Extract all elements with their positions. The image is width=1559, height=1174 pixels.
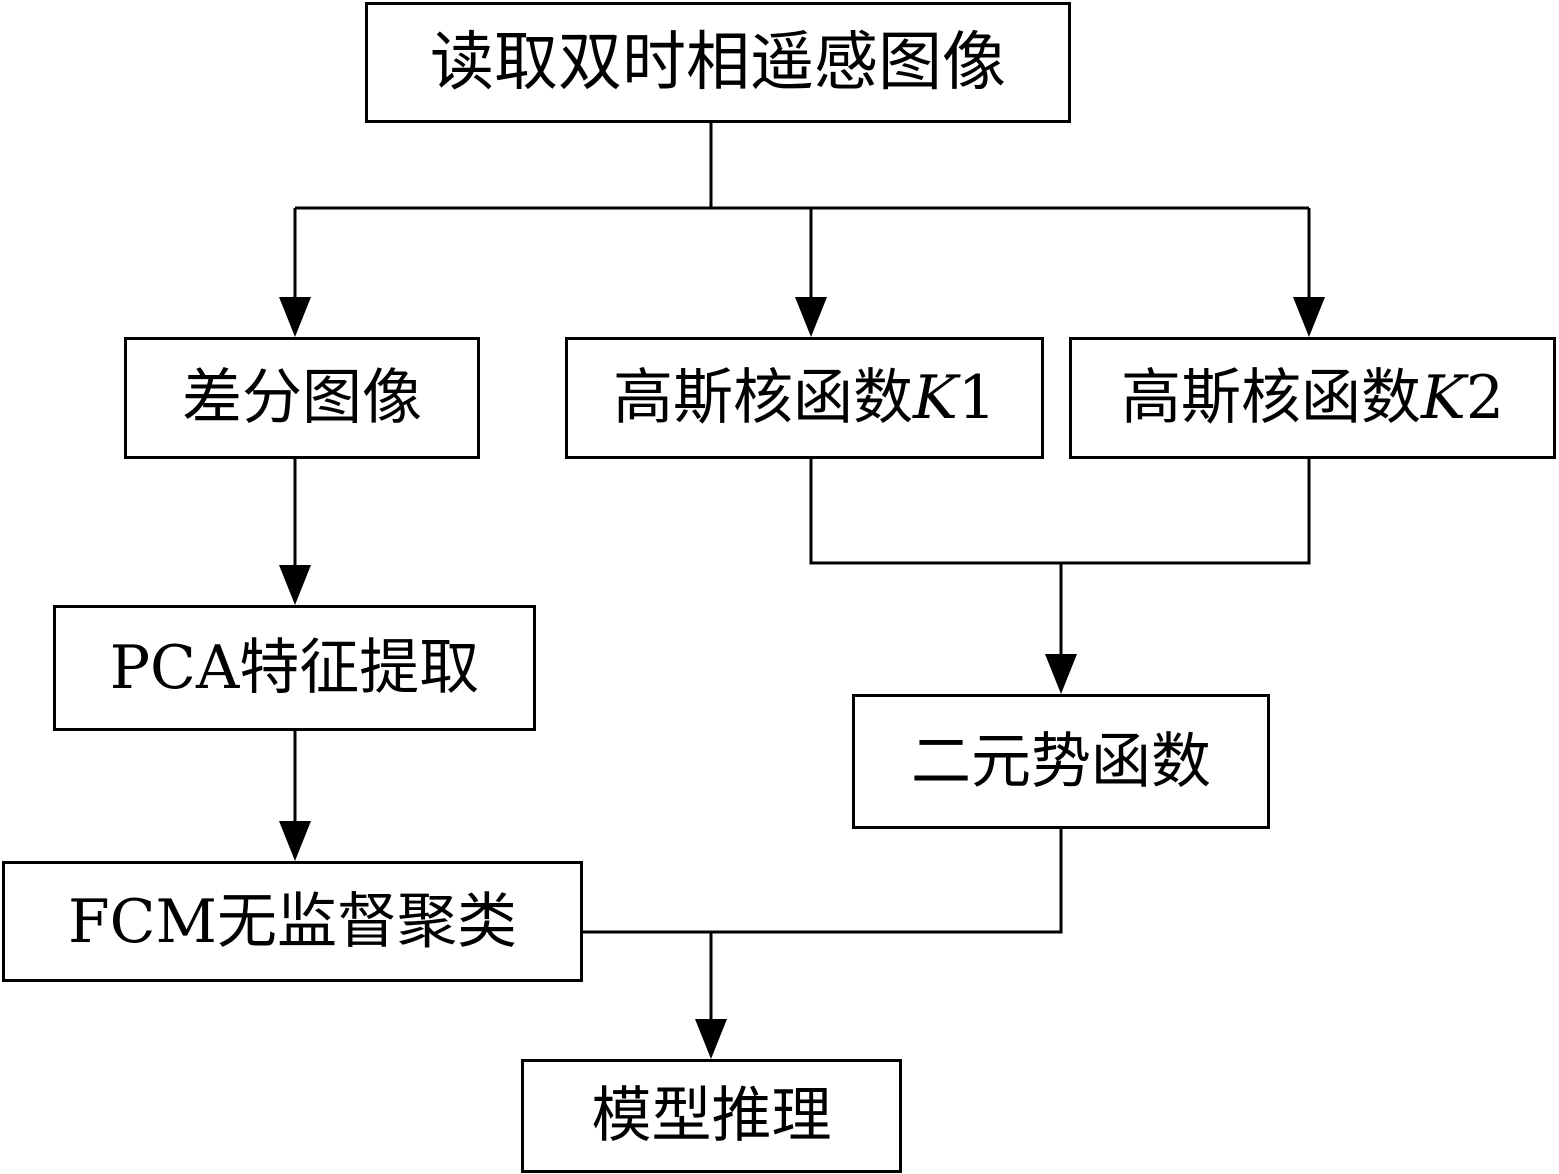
arrowhead-pca bbox=[279, 565, 311, 605]
node-binary-potential-label: 二元势函数 bbox=[911, 726, 1211, 797]
arrowhead-fcm bbox=[279, 821, 311, 861]
node-binary-potential: 二元势函数 bbox=[852, 694, 1270, 829]
edge-k1-k2-merge bbox=[809, 459, 1311, 565]
arrowhead-binary bbox=[1045, 654, 1077, 694]
node-gauss-kernel-k1-text: 高斯核函数 bbox=[612, 363, 913, 433]
node-gauss-kernel-k2-index: 2 bbox=[1465, 363, 1504, 433]
node-gauss-kernel-k1-label: 高斯核函数K1 bbox=[613, 368, 996, 428]
node-gauss-kernel-k2: 高斯核函数K2 bbox=[1069, 337, 1556, 459]
edge-fcm-binary-merge bbox=[583, 829, 1063, 934]
node-gauss-kernel-k1: 高斯核函数K1 bbox=[565, 337, 1044, 459]
node-diff-image: 差分图像 bbox=[124, 337, 480, 459]
node-gauss-kernel-k1-index: 1 bbox=[957, 363, 996, 433]
node-fcm-label: FCM无监督聚类 bbox=[68, 886, 517, 957]
arrowhead-k2 bbox=[1293, 297, 1325, 337]
node-model-inference: 模型推理 bbox=[521, 1059, 902, 1173]
node-pca-feature-extraction: PCA特征提取 bbox=[53, 605, 536, 731]
node-diff-image-label: 差分图像 bbox=[182, 363, 422, 433]
node-model-inference-label: 模型推理 bbox=[591, 1081, 832, 1151]
arrowhead-k1 bbox=[795, 297, 827, 337]
node-gauss-kernel-k2-label: 高斯核函数K2 bbox=[1121, 368, 1504, 428]
node-gauss-kernel-k1-var: K bbox=[912, 363, 958, 433]
arrowhead-diff bbox=[279, 297, 311, 337]
node-gauss-kernel-k2-text: 高斯核函数 bbox=[1120, 363, 1421, 433]
node-fcm-clustering: FCM无监督聚类 bbox=[2, 861, 583, 982]
arrowhead-infer bbox=[695, 1019, 727, 1059]
node-pca-label: PCA特征提取 bbox=[109, 633, 480, 703]
node-read-images-label: 读取双时相遥感图像 bbox=[430, 25, 1006, 100]
node-gauss-kernel-k2-var: K bbox=[1420, 363, 1466, 433]
node-read-images: 读取双时相遥感图像 bbox=[365, 2, 1071, 123]
